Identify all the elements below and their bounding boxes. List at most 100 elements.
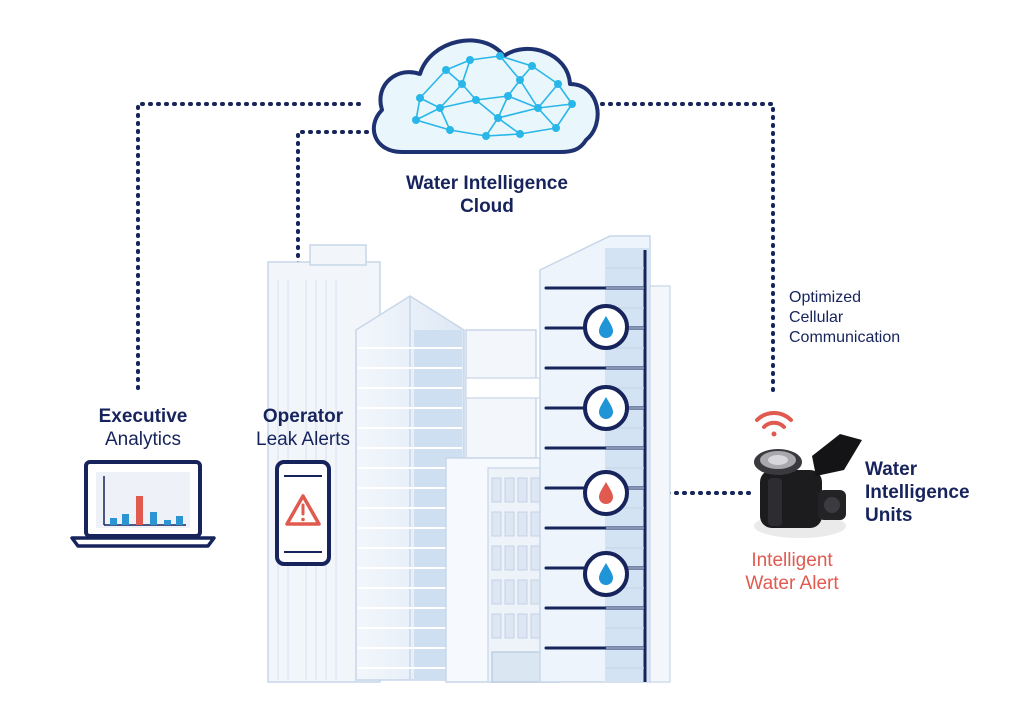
analytics-label: Analytics bbox=[104, 428, 182, 450]
network-node bbox=[457, 80, 466, 89]
window bbox=[504, 545, 515, 571]
network-node bbox=[515, 76, 524, 85]
network-link bbox=[497, 95, 509, 119]
cloud-title-line1: Water Intelligence bbox=[406, 173, 568, 194]
network-link bbox=[537, 107, 557, 129]
network-link bbox=[439, 107, 451, 131]
window bbox=[491, 613, 502, 639]
network-link bbox=[419, 69, 447, 99]
buildings bbox=[267, 235, 671, 683]
network-node bbox=[567, 100, 576, 109]
network-node bbox=[551, 124, 560, 133]
operator-leak-alerts-label: Operator Leak Alerts bbox=[238, 406, 368, 452]
network-link bbox=[555, 103, 573, 129]
network-link bbox=[497, 117, 521, 135]
window bbox=[530, 613, 541, 639]
water-drop-icon bbox=[599, 563, 613, 585]
comm-line3: Communication bbox=[789, 329, 901, 346]
leak-alerts-label: Leak Alerts bbox=[256, 428, 350, 450]
network-node bbox=[411, 116, 420, 125]
cellular-communication-label: Optimized Cellular Communication bbox=[789, 288, 900, 348]
window bbox=[491, 579, 502, 605]
network-link bbox=[485, 133, 521, 137]
comm-line2: Cellular bbox=[789, 309, 844, 326]
network-node bbox=[471, 96, 480, 105]
network-link bbox=[499, 55, 521, 81]
network-link bbox=[439, 83, 463, 109]
network-node bbox=[553, 80, 562, 89]
network-node bbox=[533, 104, 542, 113]
window bbox=[504, 477, 515, 503]
network-link bbox=[439, 99, 477, 109]
building-sensor-tower bbox=[539, 235, 671, 683]
units-line3: Units bbox=[865, 504, 913, 526]
window bbox=[517, 511, 528, 537]
network-link bbox=[537, 103, 573, 109]
network-link bbox=[475, 99, 499, 119]
executive-label: Executive bbox=[98, 406, 188, 427]
network-link bbox=[449, 129, 487, 137]
laptop-chart-icon bbox=[70, 460, 216, 548]
network-node bbox=[415, 94, 424, 103]
window bbox=[530, 477, 541, 503]
network-node bbox=[465, 55, 474, 64]
window bbox=[530, 579, 541, 605]
network-node bbox=[481, 132, 490, 141]
units-line2: Intelligence bbox=[865, 481, 970, 503]
network-node bbox=[435, 104, 444, 113]
network-link bbox=[531, 65, 559, 85]
building-middle bbox=[355, 295, 465, 681]
network-node bbox=[445, 126, 454, 135]
window bbox=[517, 477, 528, 503]
water-drop-icon bbox=[599, 397, 613, 419]
alert-line1: Intelligent bbox=[751, 550, 833, 571]
sensor-nodes bbox=[583, 304, 629, 597]
water-intelligence-units-label: Water Intelligence Units bbox=[865, 459, 970, 527]
operator-label: Operator bbox=[262, 406, 344, 427]
network-link bbox=[519, 79, 539, 109]
window bbox=[530, 545, 541, 571]
network-node bbox=[441, 66, 450, 75]
network-node bbox=[515, 130, 524, 139]
units-line1: Water bbox=[865, 459, 918, 480]
network-link bbox=[497, 107, 539, 119]
network-link bbox=[507, 95, 539, 109]
window bbox=[491, 511, 502, 537]
sensor-node-2 bbox=[583, 385, 629, 431]
network-link bbox=[557, 83, 573, 105]
cloud-to-units-line bbox=[600, 102, 775, 394]
wifi-signal-icon bbox=[755, 410, 793, 437]
window bbox=[491, 545, 502, 571]
phone-warning-icon bbox=[275, 460, 331, 566]
intelligent-water-alert-label: Intelligent Water Alert bbox=[722, 550, 862, 596]
water-drop-icon bbox=[599, 316, 613, 338]
network-link bbox=[475, 95, 509, 101]
network-node bbox=[503, 92, 512, 101]
water-drop-alert-icon bbox=[599, 482, 613, 504]
network-link bbox=[519, 127, 557, 135]
executive-analytics-label: Executive Analytics bbox=[78, 406, 208, 452]
window bbox=[491, 477, 502, 503]
cloud-title-line2: Cloud bbox=[460, 195, 514, 217]
network-link bbox=[499, 55, 533, 67]
cloud-title: Water Intelligence Cloud bbox=[362, 173, 612, 219]
water-sensor-device-icon bbox=[754, 434, 862, 538]
sensor-node-4 bbox=[583, 551, 629, 597]
window bbox=[504, 579, 515, 605]
network-link bbox=[415, 107, 441, 121]
window bbox=[504, 511, 515, 537]
sensor-node-alert bbox=[583, 470, 629, 516]
alert-line2: Water Alert bbox=[745, 572, 839, 594]
window bbox=[504, 613, 515, 639]
window bbox=[530, 511, 541, 537]
network-link bbox=[537, 83, 559, 109]
window bbox=[517, 545, 528, 571]
network-node bbox=[527, 61, 536, 70]
window bbox=[517, 579, 528, 605]
network-link bbox=[469, 55, 501, 61]
network-cloud-icon bbox=[371, 38, 600, 154]
network-link bbox=[461, 59, 471, 85]
cloud-to-executive-line bbox=[136, 102, 368, 390]
network-link bbox=[415, 119, 451, 131]
